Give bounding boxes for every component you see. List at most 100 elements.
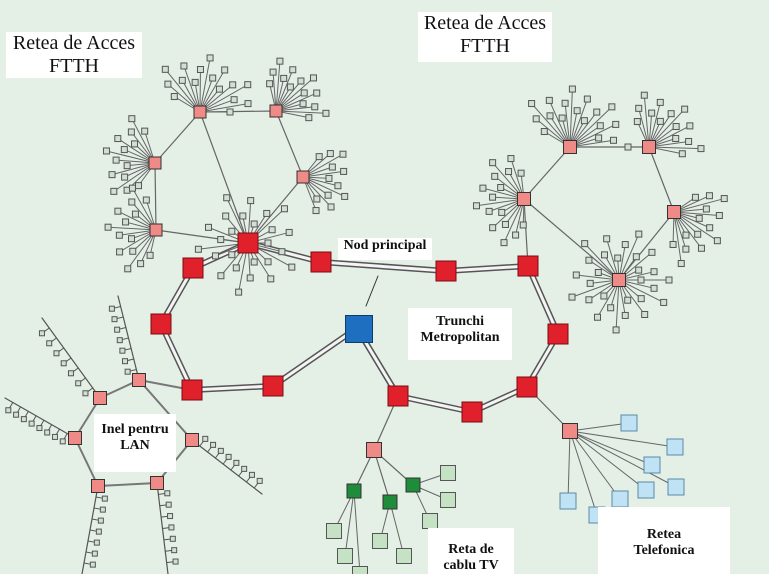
phone-exchange-node [562, 423, 578, 439]
leaf-node [705, 192, 713, 200]
leaf-link [302, 153, 344, 178]
leaf-link [275, 110, 327, 114]
leaf-node [593, 108, 601, 116]
label-trunk-line1: Trunchi [436, 314, 484, 329]
leaf-node [635, 266, 643, 274]
leaf-node [491, 172, 499, 180]
leaf-node [246, 274, 254, 282]
metro-ring-node [237, 232, 259, 254]
leaf-node [235, 288, 243, 296]
lan-link [138, 379, 193, 441]
lan-station [51, 433, 58, 440]
leaf-node [568, 293, 576, 301]
phone-link [569, 430, 647, 491]
leaf-node [114, 135, 122, 143]
lan-station [122, 358, 129, 365]
leaf-node [229, 81, 237, 89]
ftth-hub-node [193, 105, 207, 119]
leaf-node [595, 134, 603, 142]
tv-link [389, 501, 405, 557]
leaf-node [672, 135, 680, 143]
leaf-node [573, 107, 581, 115]
lan-node [91, 479, 105, 493]
phone-link [569, 430, 677, 488]
lan-station [91, 550, 98, 557]
leaf-node [194, 245, 202, 253]
leaf-node [131, 210, 139, 218]
leaf-node [656, 98, 664, 106]
leaf-node [546, 112, 554, 120]
leaf-node [299, 100, 307, 108]
leaf-node [315, 153, 323, 161]
lan-station [217, 447, 224, 454]
lan-station [44, 429, 51, 436]
leaf-node [561, 99, 569, 107]
ftth-hub-node [642, 140, 656, 154]
leaf-node [489, 224, 497, 232]
lan-station [256, 477, 263, 484]
phone-link [569, 422, 630, 432]
leaf-node [500, 239, 508, 247]
tv-subscriber [372, 533, 388, 549]
label-phone-line2: Telefonica [633, 543, 695, 559]
leaf-link [131, 187, 157, 231]
label-main-node-text: Nod principal [343, 238, 427, 253]
leaf-node [178, 76, 186, 84]
lan-station [169, 535, 176, 542]
leaf-node [485, 207, 493, 215]
link [618, 211, 675, 281]
leaf-node [621, 241, 629, 249]
label-ftth-left-line2: FTTH [49, 55, 99, 77]
leaf-node [489, 159, 497, 167]
nodes [5, 54, 728, 574]
lan-station [67, 370, 74, 377]
leaf-link [503, 198, 525, 244]
leaf-node [585, 296, 593, 304]
label-lan-ring-line1: Inel pentru [101, 422, 169, 437]
leaf-node [489, 193, 497, 201]
leaf-link [199, 69, 226, 113]
leaf-node [297, 77, 305, 85]
leaf-node [706, 224, 714, 232]
leaf-node [108, 171, 116, 179]
ftth-hub-node [667, 205, 681, 219]
trunk-link-inner [526, 264, 560, 336]
leaf-node [209, 74, 217, 82]
leaf-node [682, 231, 690, 239]
leaf-node [612, 326, 620, 334]
leaf-node [656, 117, 664, 125]
leaf-node [276, 57, 284, 65]
leaf-node [328, 163, 336, 171]
lan-station [60, 360, 67, 367]
leaf-node [713, 237, 721, 245]
phone-link [569, 430, 621, 500]
leaf-node [217, 236, 225, 244]
phone-subscriber [667, 478, 685, 496]
leaf-node [594, 313, 601, 321]
leaf-node [608, 103, 616, 111]
leaf-node [280, 74, 288, 82]
leaf-node [334, 182, 342, 190]
leaf-node [128, 184, 136, 192]
tv-subscriber [337, 548, 353, 564]
leaf-node [686, 122, 694, 130]
link [247, 176, 304, 244]
leaf-node [682, 245, 690, 253]
leaf-node [558, 114, 566, 122]
lan-node [68, 431, 82, 445]
leaf-node [340, 167, 348, 175]
leaf-node [501, 220, 509, 228]
lan-station [233, 459, 240, 466]
leaf-link [275, 69, 294, 112]
ftth-hub-node [517, 192, 531, 206]
leaf-node [568, 85, 576, 93]
leaf-node [702, 205, 710, 213]
ftth-hub-node [612, 273, 626, 287]
leaf-link [648, 146, 702, 150]
leaf-node [204, 223, 212, 231]
lan-station [165, 501, 172, 508]
leaf-link [475, 198, 525, 207]
trunk-link-inner [271, 326, 359, 388]
link [373, 449, 391, 503]
